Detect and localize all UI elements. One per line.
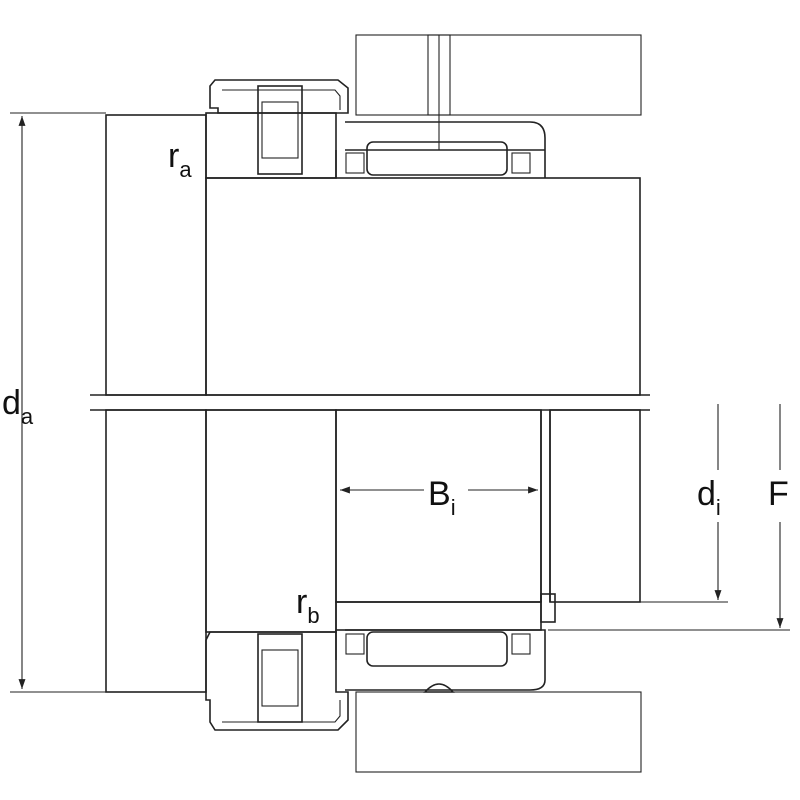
shaft-end-lower [549, 409, 641, 603]
spacer-lower [205, 409, 337, 633]
inner-ring-upper [205, 112, 337, 179]
housing-lower [355, 691, 642, 773]
housing-upper [355, 34, 642, 116]
inner-raceway-lower [335, 601, 542, 631]
label-di: di [697, 475, 721, 520]
label-f: F [768, 475, 789, 513]
shaft-shoulder-lower [105, 409, 207, 693]
seal-ring-lower [205, 631, 349, 731]
shaft-upper [205, 177, 641, 396]
needle-cage-upper-left [257, 85, 303, 175]
needle-roller-upper [366, 141, 508, 176]
label-ra: ra [168, 137, 192, 182]
needle-cage-lower-left [257, 633, 303, 723]
label-rb: rb [296, 583, 320, 628]
seal-ring-upper [209, 79, 349, 114]
label-bi: Bi [428, 475, 456, 520]
needle-roller-lower [366, 631, 508, 667]
label-da: da [2, 384, 34, 429]
